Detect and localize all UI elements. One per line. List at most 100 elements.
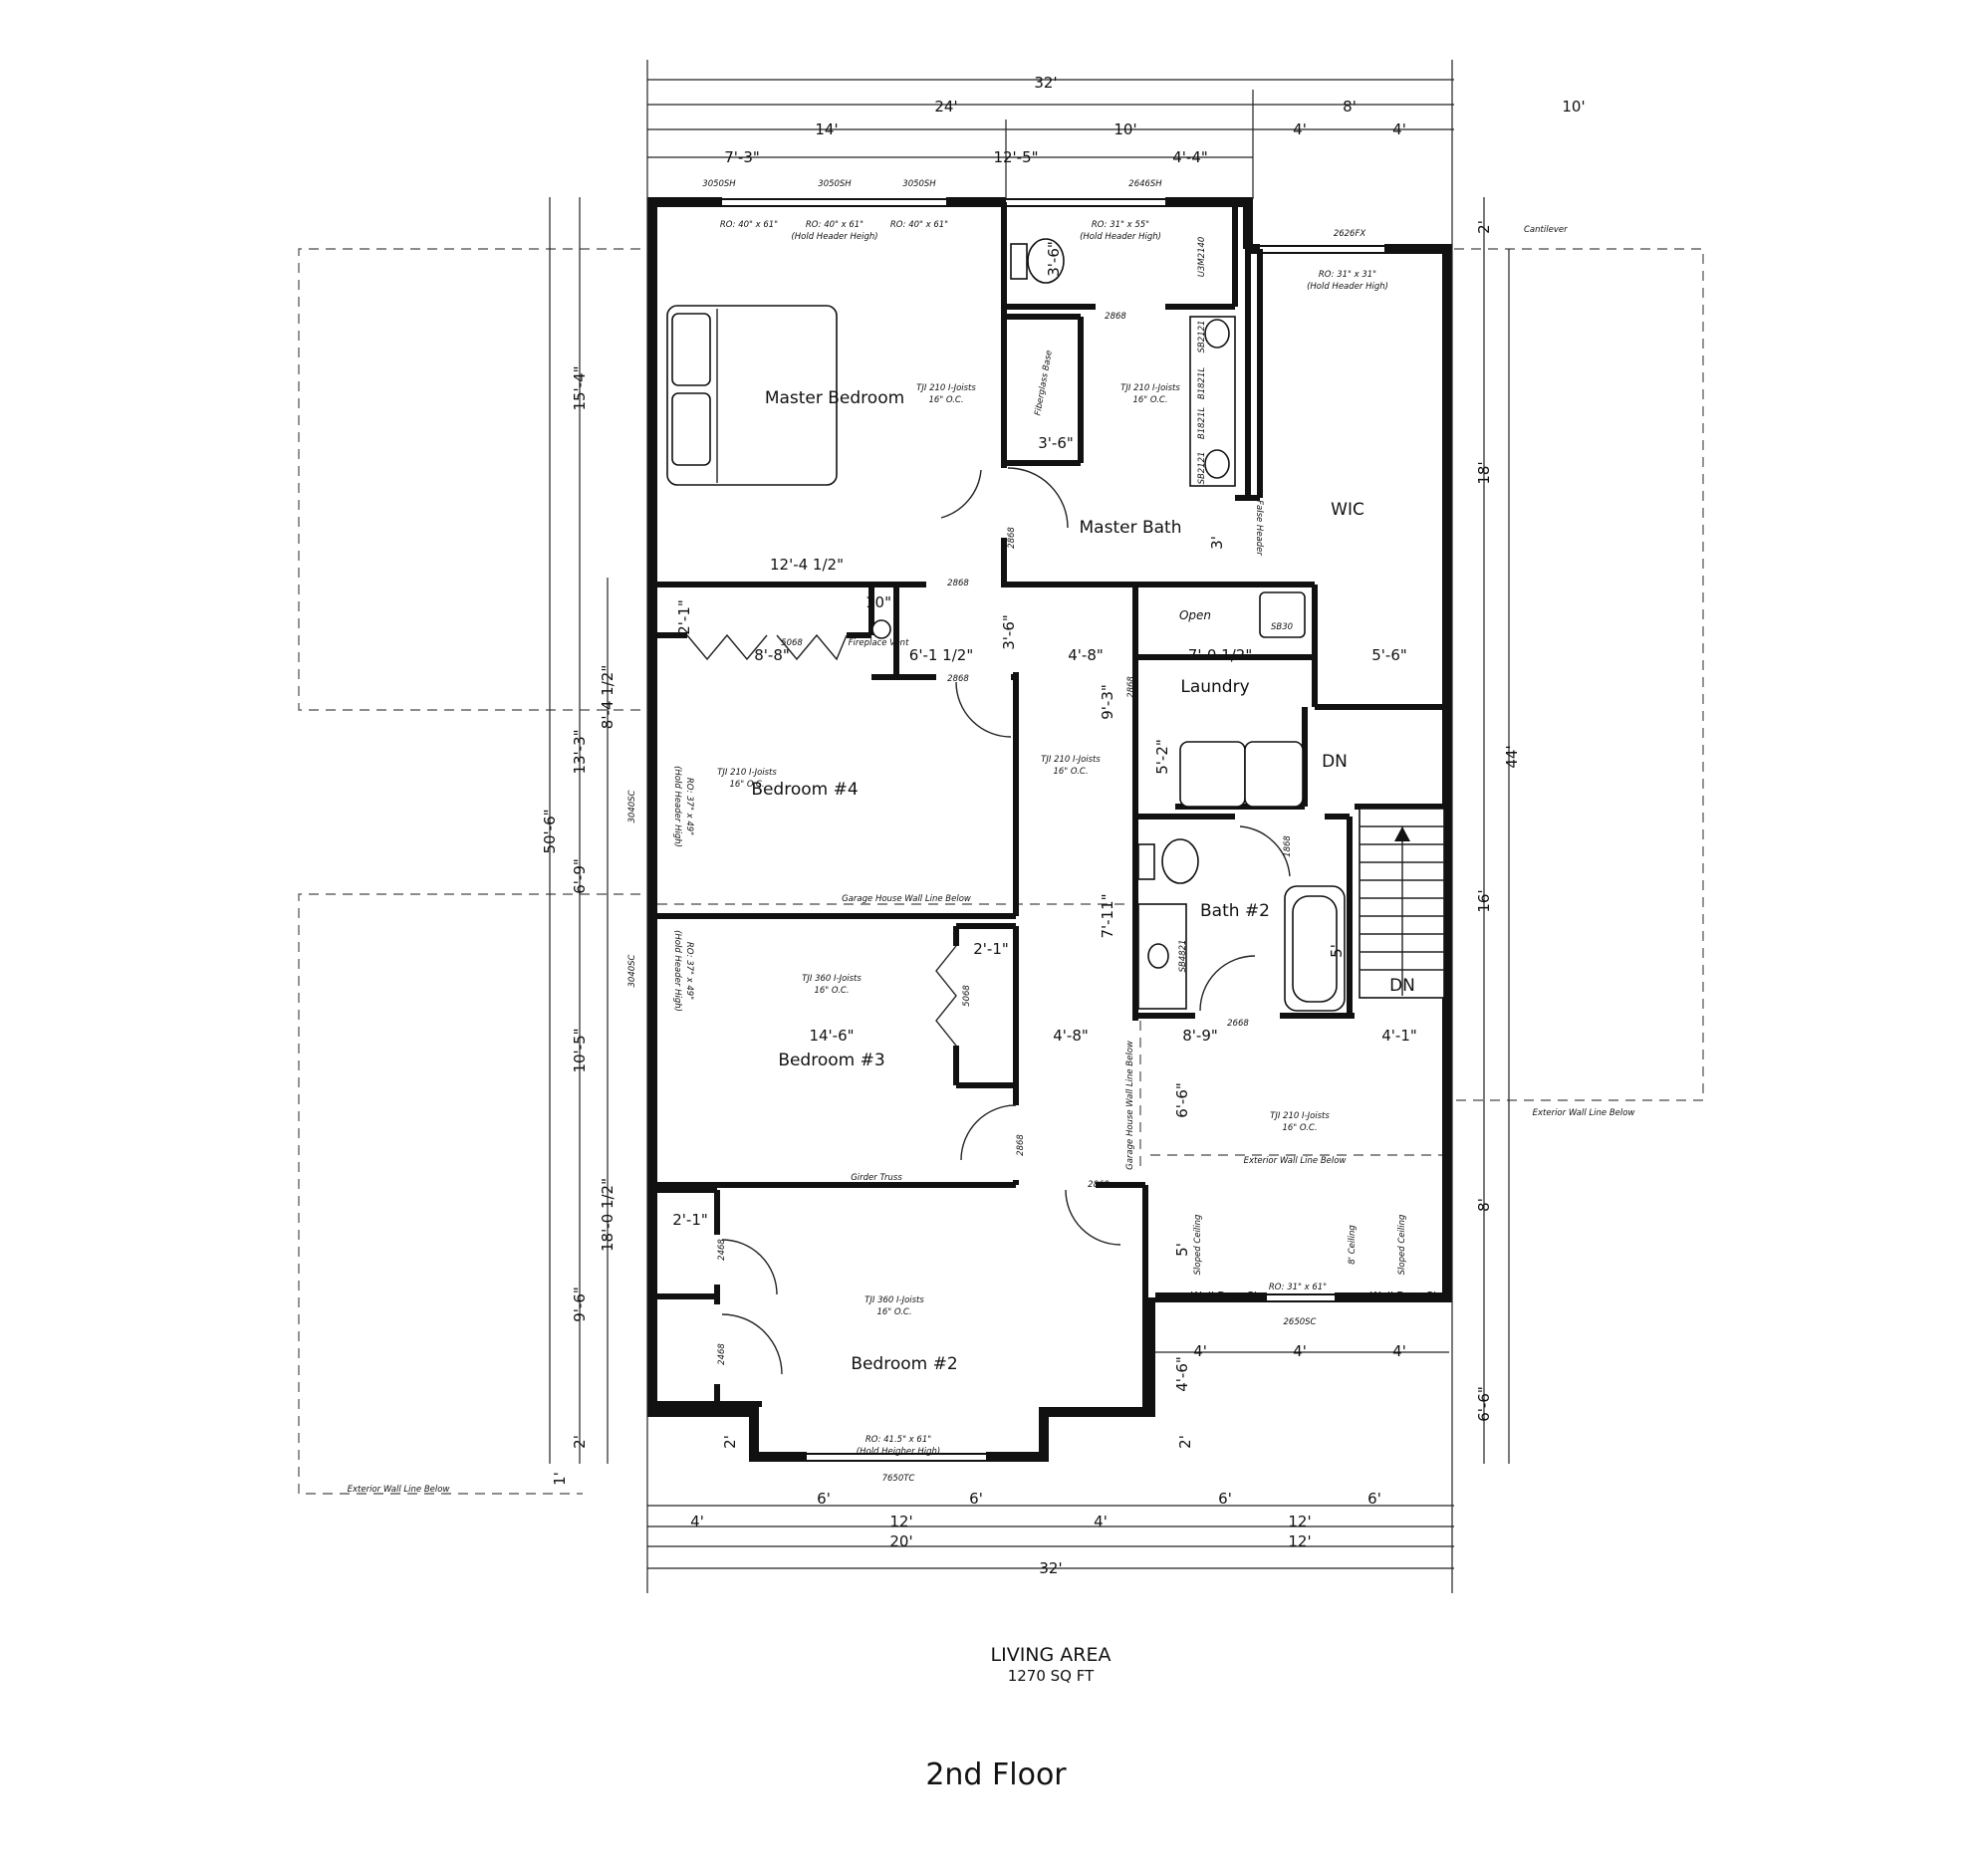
dim-3-6c: 3'-6" <box>1000 614 1018 650</box>
dim-b12b: 12' <box>1288 1513 1311 1530</box>
dim-2-1c: 2'-1" <box>672 1211 708 1229</box>
washer-icon <box>1179 741 1246 808</box>
note-fireplace: Fireplace Vent <box>849 638 909 648</box>
stair-icon <box>1359 808 1445 999</box>
dim-9-3: 9'-3" <box>1099 684 1116 720</box>
dim-44: 44' <box>1503 745 1521 768</box>
dim-10-5: 10'-5" <box>571 1028 589 1072</box>
dim-b6b: 6' <box>969 1490 983 1508</box>
room-open: Open <box>1179 608 1211 622</box>
note-door-2868b: 2868 <box>1007 527 1017 549</box>
note-sloped2: Sloped Ceiling <box>1397 1214 1407 1275</box>
dim-3-6b: 3'-6" <box>1038 434 1074 452</box>
dim-8-4: 8'-4 1/2" <box>599 665 617 729</box>
dim-4-4: 4'-4" <box>1172 148 1208 166</box>
note-ceiling8: 8' Ceiling <box>1348 1225 1358 1265</box>
room-labels: Master Bedroom Master Bath WIC Laundry B… <box>751 388 1415 1374</box>
dim-6-6r: 6'-6" <box>1475 1386 1493 1422</box>
bottom-dimensions: 6' 6' 6' 6' 4' 12' 4' 12' 20' 12' 32' 4'… <box>690 1342 1406 1577</box>
dim-2-1b: 2'-1" <box>973 940 1009 958</box>
dim-b4a: 4' <box>690 1513 704 1530</box>
dim-7-3: 7'-3" <box>724 148 760 166</box>
note-tji4: TJI 210 I-Joists <box>1041 755 1101 765</box>
dim-p4b: 4' <box>1293 1342 1307 1360</box>
note-window-3040b: 3040SC <box>627 954 637 987</box>
note-window-7650: 7650TC <box>882 1474 915 1484</box>
room-bath-2: Bath #2 <box>1200 901 1270 921</box>
dim-10: 10' <box>1562 98 1585 116</box>
dim-9-6: 9'-6" <box>571 1287 589 1322</box>
note-sb1: SB2121 <box>1197 321 1207 353</box>
note-door-1868: 1868 <box>1283 835 1293 857</box>
note-ro41: RO: 41.5" x 61" <box>865 1435 931 1445</box>
note-tji4b: 16" O.C. <box>1053 767 1088 777</box>
room-bedroom-4: Bedroom #4 <box>751 780 858 800</box>
dim-2: 2' <box>1176 1435 1194 1449</box>
dim-4a: 4' <box>1293 120 1307 138</box>
note-ro37b-h: (Hold Header High) <box>672 930 682 1012</box>
note-ext-line-b: Exterior Wall Line Below <box>1533 1108 1635 1118</box>
dim-7-0: 7'-0 1/2" <box>1188 646 1252 664</box>
annotations: 3050SH 3050SH 3050SH 2646SH 2626FX RO: 4… <box>348 179 1635 1495</box>
note-door-2868d: 2868 <box>947 674 969 684</box>
area-value: 1270 SQ FT <box>1008 1667 1095 1685</box>
dimension-lines <box>549 60 1510 1593</box>
room-bedroom-2: Bedroom #2 <box>851 1354 957 1374</box>
dim-3-6a: 3'-6" <box>1045 241 1063 277</box>
dim-4-8b: 4'-8" <box>1053 1027 1089 1045</box>
dim-8: 8' <box>1343 98 1357 116</box>
dim-8-8: 8'-8" <box>754 646 790 664</box>
note-door-5068b: 5068 <box>962 985 972 1007</box>
note-b2: B1821L <box>1197 407 1207 439</box>
note-ext-line-a: Exterior Wall Line Below <box>348 1485 450 1495</box>
note-sb2: SB2121 <box>1197 452 1207 485</box>
room-master-bedroom: Master Bedroom <box>765 388 904 408</box>
interior-walls <box>649 202 1449 1412</box>
note-u3m2140: U3M2140 <box>1197 237 1207 278</box>
note-door-5068a: 5068 <box>781 638 803 648</box>
dim-p4a: 4' <box>1193 1342 1207 1360</box>
room-bedroom-3: Bedroom #3 <box>778 1051 884 1070</box>
note-window-2626: 2626FX <box>1334 229 1366 239</box>
note-cantilever: Cantilever <box>1524 225 1568 235</box>
note-ro40c: RO: 40" x 61" <box>890 220 948 230</box>
dim-b6c: 6' <box>1218 1490 1232 1508</box>
note-ro40a: RO: 40" x 61" <box>720 220 778 230</box>
dim-b6d: 6' <box>1367 1490 1381 1508</box>
note-window-3040a: 3040SC <box>627 790 637 822</box>
note-window-2646: 2646SH <box>1128 179 1162 189</box>
dim-b20: 20' <box>889 1532 912 1550</box>
dim-7-11: 7'-11" <box>1099 893 1116 938</box>
note-door-2668: 2668 <box>1227 1019 1249 1029</box>
note-door-2868a: 2868 <box>1105 312 1126 322</box>
note-window-3050b: 3050SH <box>818 179 852 189</box>
dim-4-6: 4'-6" <box>1173 1356 1191 1392</box>
note-hold-header4: (Hold Heigher High) <box>857 1447 940 1457</box>
note-tji6b: 16" O.C. <box>1282 1123 1317 1133</box>
dim-15-4: 15'-4" <box>571 365 589 410</box>
dim-4-1: 4'-1" <box>1381 1027 1417 1045</box>
dim-12-4: 12'-4 1/2" <box>770 556 844 574</box>
dim-5-6: 5'-6" <box>1371 646 1407 664</box>
dim-6-6: 6'-6" <box>1173 1082 1191 1118</box>
dim-10b: 10' <box>1113 120 1136 138</box>
note-fiberglass: Fiberglass Base <box>1033 350 1054 416</box>
note-girder: Girder Truss <box>851 1173 902 1183</box>
dim-5-2: 5'-2" <box>1153 739 1171 775</box>
note-tji2: TJI 210 I-Joists <box>1120 383 1180 393</box>
dim-8-9: 8'-9" <box>1182 1027 1218 1045</box>
left-dimensions: 50'-6" 15'-4" 13'-3" 8'-4 1/2" 6'-9" 10'… <box>541 365 739 1485</box>
dim-3: 3' <box>1208 536 1226 550</box>
note-ro40b: RO: 40" x 61" <box>806 220 864 230</box>
dim-5a: 5' <box>1173 1243 1191 1257</box>
note-sb4821: SB4821 <box>1178 940 1188 973</box>
dim-14-6: 14'-6" <box>809 1027 854 1045</box>
dim-50-6: 50'-6" <box>541 809 559 853</box>
note-tji2b: 16" O.C. <box>1132 395 1167 405</box>
toilet-icon <box>1161 838 1199 884</box>
note-tji1b: 16" O.C. <box>928 395 963 405</box>
dim-24: 24' <box>934 98 957 116</box>
area-label: LIVING AREA <box>991 1644 1112 1666</box>
dim-b4b: 4' <box>1094 1513 1108 1530</box>
dim-13-3: 13'-3" <box>571 729 589 774</box>
